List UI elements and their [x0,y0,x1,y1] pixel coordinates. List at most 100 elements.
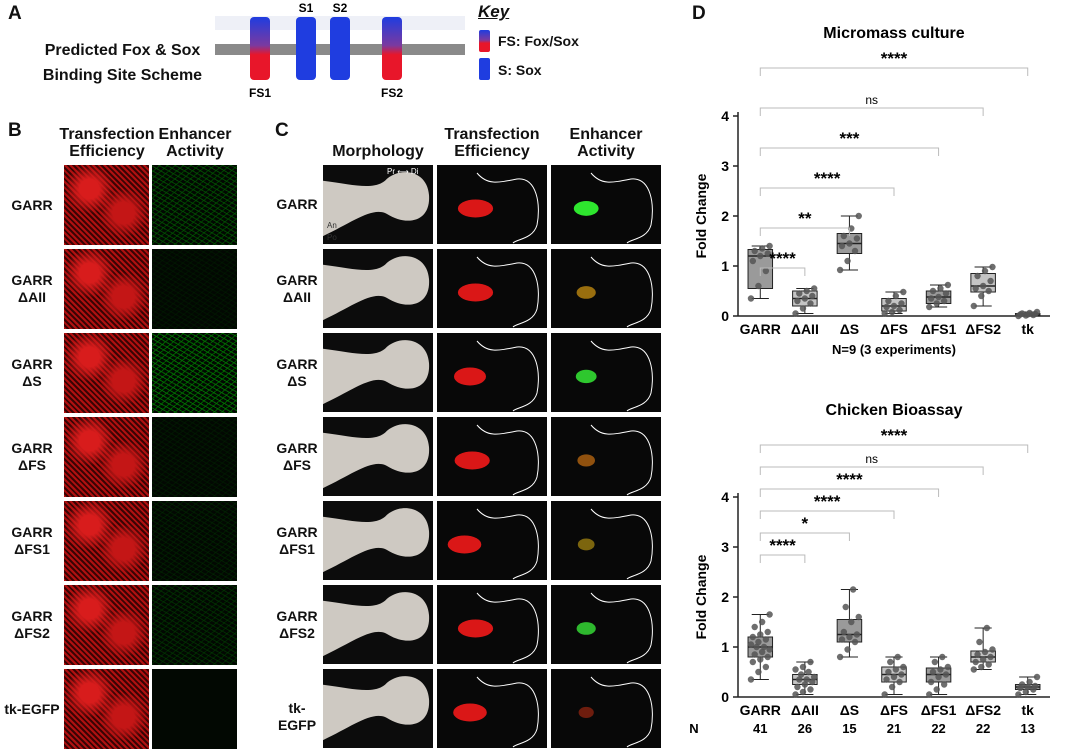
data-point [755,638,762,646]
data-point [758,245,766,252]
data-point [942,290,950,297]
binding-site-scheme: FS1 S1 S2 FS2 [215,1,465,100]
data-point [853,235,861,242]
data-point [1022,688,1030,696]
significance-label: ns [865,93,878,107]
data-point [803,287,810,295]
data-point [888,308,896,316]
significance-label: **** [814,492,841,511]
x-tick-label: ΔAII [791,702,819,718]
data-point [758,618,766,626]
limb-bud-shape [323,424,430,489]
panel-c-transfection-image-garr-fs1 [437,501,547,580]
data-point [1026,309,1033,317]
data-point [807,300,814,307]
data-point [989,646,996,653]
data-point [799,688,807,696]
morphology-image-garr [323,165,433,244]
row-label-line: ΔFS [283,456,311,473]
panel-b-row-label-tk-egfp: tk-EGFP [4,701,60,718]
y-tick-label: 1 [721,258,729,274]
limb-bud-shape [323,508,430,573]
y-tick-label: 1 [721,639,729,655]
data-point [766,611,773,618]
significance-label: * [802,514,809,533]
data-point [851,247,859,255]
panel-c-transfection-image-garr-fs [437,417,547,496]
limb-outline [590,424,653,496]
panel-b-header-1-line: Activity [166,143,224,160]
data-point [758,648,766,656]
row-label-line: ΔAII [18,289,46,305]
data-point [807,658,814,666]
n-value: 21 [887,721,901,736]
row-label-line: tk-EGFP [4,700,60,717]
transfection-image-garr-s [64,333,149,413]
panel-c-enhancer-image-garr-s [551,333,661,412]
data-point [757,656,764,663]
row-label-line: GARR [276,607,318,624]
data-point [976,638,983,646]
enhancer-image-garr-fs [152,417,237,497]
comparison-bracket [759,532,850,541]
n-value: 41 [753,721,767,736]
x-tick-label: ΔFS [880,702,908,718]
data-point [794,683,801,691]
comparison-bracket [759,267,806,276]
data-point [935,293,942,301]
data-point [937,666,944,673]
data-point [846,633,853,641]
data-point [972,658,979,666]
significance-label: ** [798,209,812,228]
row-label-line: GARR [276,271,318,288]
row-label-line: GARR [276,355,318,372]
data-point [801,295,809,302]
data-point [896,306,903,314]
data-point [981,267,989,275]
limb-bud-shape [323,592,430,657]
enhancer-image-garr-aii [152,249,237,329]
panel-b-row-label-garr: GARR [4,197,60,214]
data-point [926,691,933,698]
data-point [836,266,844,274]
panel-c-row-label-garr: GARR [272,196,322,213]
green-expression-spot [578,706,594,719]
transfection-image-garr-fs [64,417,149,497]
fs1-label: FS1 [249,86,271,100]
x-tick-label: ΔFS1 [921,702,957,718]
data-point [842,603,849,611]
data-point [883,303,890,311]
key-swatches [479,30,490,80]
row-label-line: GARR [11,524,53,540]
panel-c-header-1-line: Efficiency [454,143,530,160]
data-point [844,257,851,265]
data-point [803,676,810,683]
data-point [929,287,937,295]
row-label-line: ΔS [287,372,307,389]
data-point [840,628,848,636]
data-point [933,686,940,693]
row-label-line: ΔFS1 [14,541,50,557]
y-tick-label: 2 [721,208,729,224]
data-point [900,288,907,296]
data-point [799,663,807,671]
comparison-bracket [759,227,850,236]
row-label-line: ΔAII [283,288,311,305]
green-expression-spot [573,201,599,216]
data-point [855,613,862,621]
data-point [764,250,771,257]
data-point [799,305,807,312]
data-point [933,300,940,307]
axis-an: An [327,221,337,230]
red-expression-spot [457,283,494,302]
row-label-line: GARR [276,439,318,456]
panel-a-label: A [8,3,22,24]
data-point [927,295,935,302]
data-point [1024,683,1031,691]
x-tick-label: tk [1021,321,1034,337]
panel-b-header-1-line: Enhancer [158,126,232,143]
red-expression-spot [453,703,487,722]
